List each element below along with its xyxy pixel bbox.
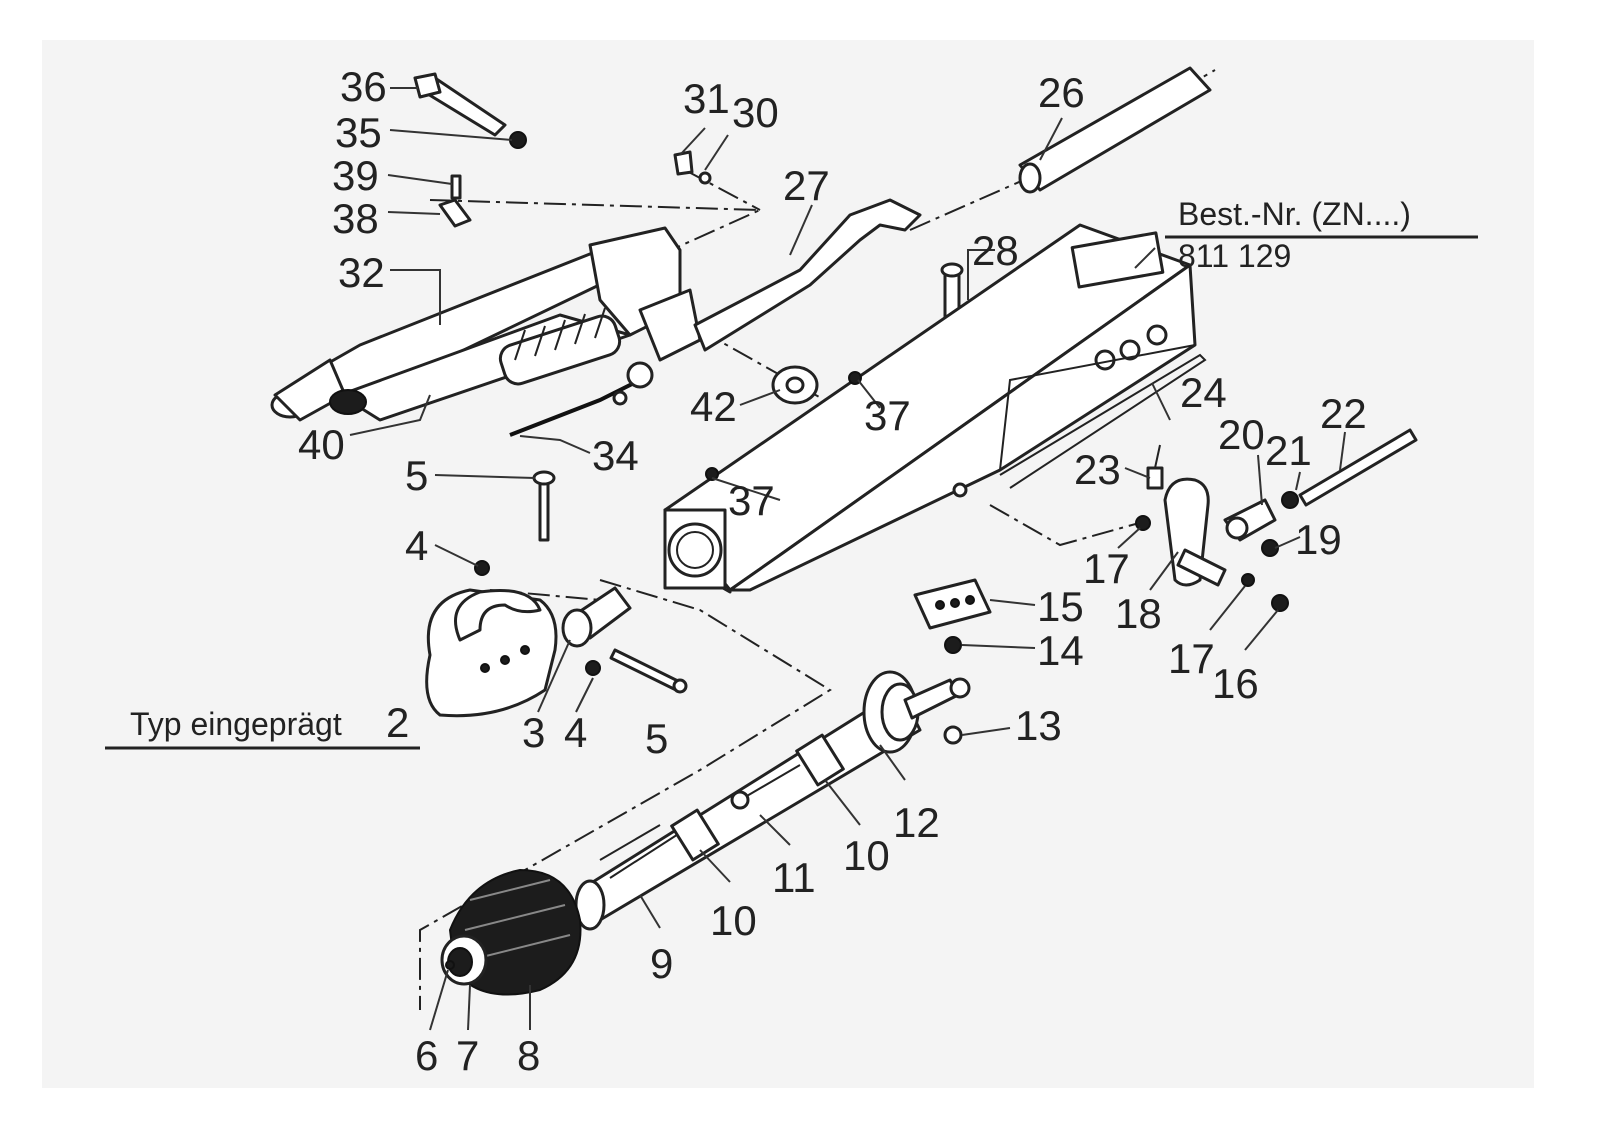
callout-4-lower: 4 <box>564 709 588 756</box>
drawbar-frame <box>270 226 702 422</box>
leader-lines <box>349 87 1346 1031</box>
callout-5-upper: 5 <box>405 452 429 499</box>
callout-40: 40 <box>298 421 345 468</box>
callout-16: 16 <box>1212 660 1259 707</box>
callout-15: 15 <box>1037 583 1084 630</box>
callout-36: 36 <box>340 63 387 110</box>
callout-6: 6 <box>415 1032 439 1079</box>
callout-22: 22 <box>1320 390 1367 437</box>
tow-beam-housing <box>663 223 1207 594</box>
callout-17-right: 17 <box>1168 635 1215 682</box>
callout-21: 21 <box>1265 427 1312 474</box>
callout-11: 11 <box>772 854 816 901</box>
callout-5-lower: 5 <box>645 715 669 762</box>
callout-13: 13 <box>1015 702 1062 749</box>
callout-10-left: 10 <box>710 897 757 944</box>
bolts-5-4 <box>474 470 688 694</box>
callout-17-left: 17 <box>1083 545 1130 592</box>
damper-bellows <box>498 307 622 386</box>
callout-7: 7 <box>456 1032 480 1079</box>
callout-35: 35 <box>335 109 382 156</box>
callout-19: 19 <box>1295 516 1342 563</box>
callout-4-upper: 4 <box>405 522 429 569</box>
callout-14: 14 <box>1037 627 1084 674</box>
handbrake-lever <box>693 198 922 352</box>
callout-18: 18 <box>1115 590 1162 637</box>
nut-37-lower <box>705 467 719 481</box>
overrun-tube <box>574 670 971 931</box>
callout-24: 24 <box>1180 369 1227 416</box>
roller-42 <box>771 365 819 405</box>
spring-sleeve <box>1018 66 1212 194</box>
callout-10-right: 10 <box>843 832 890 879</box>
callout-12: 12 <box>893 799 940 846</box>
callout-31: 31 <box>683 75 730 122</box>
callout-20: 20 <box>1218 411 1265 458</box>
coupling-sleeve <box>561 586 632 648</box>
callout-34: 34 <box>592 432 639 479</box>
callout-37-lower: 37 <box>728 477 775 524</box>
callout-38: 38 <box>332 195 379 242</box>
callout-28: 28 <box>972 227 1019 274</box>
callout-3: 3 <box>522 709 546 756</box>
bearing-plate <box>913 578 992 745</box>
bolts-top-left <box>413 72 527 228</box>
coupling-head <box>425 588 558 718</box>
callout-26: 26 <box>1038 69 1085 116</box>
callout-32: 32 <box>338 249 385 296</box>
callout-8: 8 <box>517 1032 541 1079</box>
callout-39: 39 <box>332 152 379 199</box>
brake-cable <box>509 361 654 437</box>
callout-37-upper: 37 <box>864 392 911 439</box>
bolt-31-30 <box>673 150 712 185</box>
order-number-label: Best.-Nr. (ZN....) <box>1178 196 1411 232</box>
callout-42: 42 <box>690 383 737 430</box>
type-stamped-note: Typ eingeprägt <box>130 706 342 742</box>
callout-27: 27 <box>783 162 830 209</box>
callout-2: 2 <box>386 699 410 746</box>
order-number-value: 811 129 <box>1178 238 1292 274</box>
callout-30: 30 <box>732 89 779 136</box>
callout-9: 9 <box>650 940 674 987</box>
rubber-bellows <box>440 868 582 996</box>
callout-23: 23 <box>1074 446 1121 493</box>
